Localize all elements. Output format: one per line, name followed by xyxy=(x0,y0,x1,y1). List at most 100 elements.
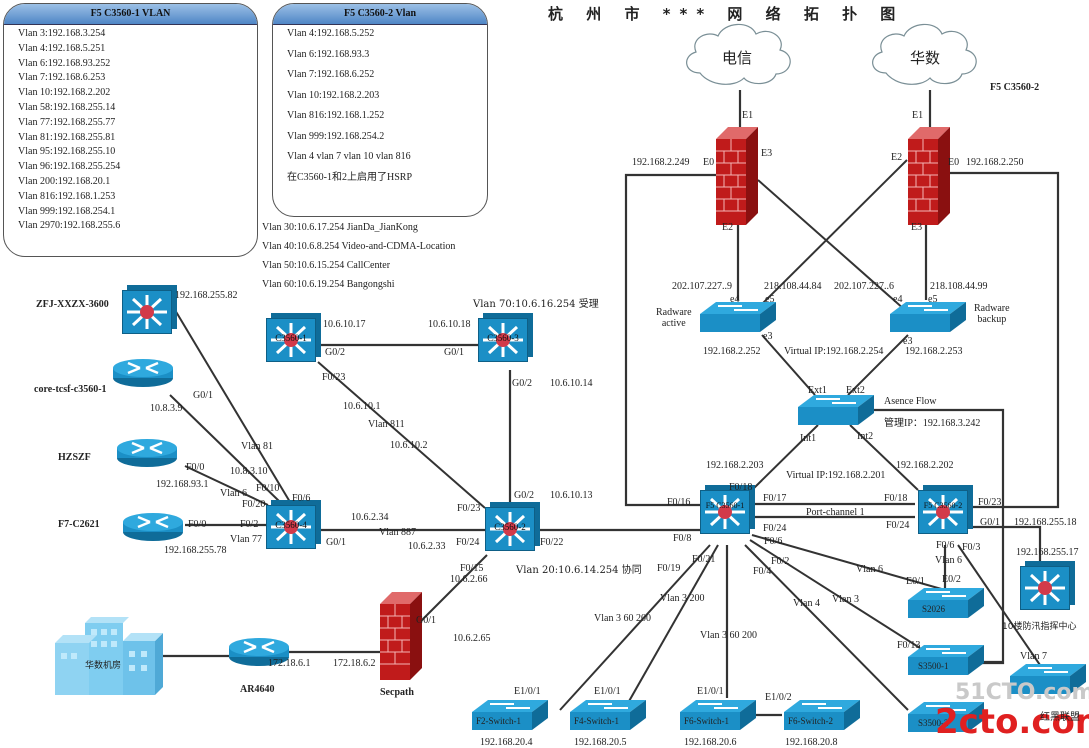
vlan-row: Vlan 4:192.168.5.251 xyxy=(18,42,106,54)
label-vlan4: Vlan 4 xyxy=(793,598,820,609)
label-f5-1-f024: F0/24 xyxy=(763,523,787,534)
label-fw1-e1: E1 xyxy=(742,110,754,121)
vlan-row: Vlan 96:192.168.255.254 xyxy=(18,161,121,173)
vlan-row: Vlan 7:192.168.6.253 xyxy=(18,72,106,84)
link-f5-1-f4-switch xyxy=(623,544,719,711)
f5-c3560-2-label: F5 C3560-2 xyxy=(923,501,963,510)
switch-icon xyxy=(908,588,984,618)
router-icon-f7-c2621 xyxy=(123,513,183,541)
vlan-row: Vlan 816:192.168.1.253 xyxy=(18,190,116,202)
vlan-row: Vlan 7:192.168.6.252 xyxy=(287,69,375,80)
switch-f6-1-label: F6-Switch-1 xyxy=(684,716,729,726)
watermark-hongheilianmeng: 红黑联盟 xyxy=(1040,712,1080,723)
vlan-row: Vlan 4 vlan 7 vlan 10 vlan 816 xyxy=(287,151,411,162)
label-rb-ip: 192.168.2.253 xyxy=(905,346,963,357)
vlan-row: Vlan 10:192.168.2.203 xyxy=(287,89,380,101)
link-asence-f5-2 xyxy=(849,424,919,491)
label-f5-2-f018: F0/18 xyxy=(884,493,908,504)
link-f5-1-s2026 xyxy=(751,534,946,591)
switch-f6-2-label: F6-Switch-2 xyxy=(788,716,833,726)
label-f5-2-f024: F0/24 xyxy=(886,520,910,531)
switch-s3500-2-label: S3500-2 xyxy=(918,718,949,728)
l3-switch-c3560-4: C3560-4 xyxy=(266,505,316,549)
label-sec-ip: 10.6.2.65 xyxy=(453,633,491,644)
link-f5-1-s3500-2 xyxy=(744,544,909,711)
firewall-icon-2 xyxy=(908,127,950,225)
router-icon-ar4640 xyxy=(229,638,289,666)
label-f6-e101: E1/0/1 xyxy=(697,686,724,697)
multilayer-switch-icon xyxy=(483,323,523,357)
link-fw2-e0-f5-2 xyxy=(945,171,1060,509)
multilayer-switch-icon xyxy=(127,295,167,329)
ar4640-label: AR4640 xyxy=(240,684,275,695)
vlan-row: Vlan 999:192.168.254.2 xyxy=(287,130,385,142)
label-c4-f010: F0/10 xyxy=(256,483,280,494)
label-vlan70: Vlan 70:10.6.16.254 受理 xyxy=(473,299,599,310)
diagram-title: 杭 州 市 *** 网 络 拓 扑 图 xyxy=(548,5,905,23)
link-fw1-radware-backup xyxy=(757,179,906,311)
label-zfj-ip: 192.168.255.82 xyxy=(175,290,238,301)
vlan-row: Vlan 3:192.168.3.254 xyxy=(18,28,106,39)
c3560-4-label: C3560-4 xyxy=(275,520,307,530)
label-vlan-3-200: Vlan 3 200 xyxy=(660,593,705,604)
hzszf-label: HZSZF xyxy=(58,452,91,463)
label-core-ip: 10.8.3.9 xyxy=(150,403,183,414)
switch-s2026-label: S2026 xyxy=(922,604,946,614)
link-f5-1-f2-switch xyxy=(559,544,711,711)
c3560-1-left-label: C3560-1 xyxy=(275,333,307,343)
label-c2-f024: F0/24 xyxy=(456,537,480,548)
router-icon-hzszf xyxy=(117,439,177,467)
label-vlan6-a: Vlan 6 xyxy=(856,564,883,575)
label-ra-e5: e5 xyxy=(765,294,775,305)
vlan-row: Vlan 999:192.168.254.1 xyxy=(18,205,116,217)
link-asence-f5-1 xyxy=(751,424,819,491)
label-c1-ip2: 10.6.10.1 xyxy=(343,401,381,412)
multilayer-switch-icon xyxy=(271,323,311,357)
secpath-label: Secpath xyxy=(380,687,414,698)
label-sec-g01: G0/1 xyxy=(416,615,436,626)
cloud-telecom-label: 电信 xyxy=(722,49,753,67)
label-s3500-f013: F0/13 xyxy=(897,640,921,651)
label-vlan6-b: Vlan 6 xyxy=(935,555,962,566)
vlan-row: Vlan 58:192.168.255.14 xyxy=(18,101,116,113)
label-c4-ip-887: 10.6.2.34 xyxy=(351,512,389,523)
label-fw1-e2: E2 xyxy=(722,222,734,233)
asence-mgmt-ip: 管理IP：192.168.3.242 xyxy=(884,418,981,429)
label-vlan-3-60-200-b: Vlan 3 60 200 xyxy=(700,630,757,641)
multilayer-switch-icon xyxy=(705,495,745,529)
switch-icon xyxy=(784,700,860,730)
link-hzszf-c3560-4 xyxy=(184,465,269,506)
switch-f6-switch-2: F6-Switch-2 xyxy=(782,698,862,739)
label-hz-f00: F0/0 xyxy=(186,462,205,473)
label-c3-ip2: 10.6.10.14 xyxy=(550,378,593,389)
watermark-51cto: 51CTO.com xyxy=(955,680,1089,705)
vlan-row: Vlan 10:192.168.2.202 xyxy=(18,87,111,99)
f5-c3560-1-label: F5 C3560-1 xyxy=(705,501,745,510)
label-f5-2-f023: F0/23 xyxy=(978,497,1002,508)
l3-switch-c3560-3: C3560-3 xyxy=(478,318,528,362)
label-ra-e4-ip: 202.107.227..9 xyxy=(672,281,732,292)
label-f4-ip: 192.168.20.5 xyxy=(574,737,627,748)
label-hz-ip: 192.168.93.1 xyxy=(156,479,209,490)
label-f5-1-f019: F0/19 xyxy=(657,563,681,574)
label-c2-ip-sec: 10.6.2.66 xyxy=(450,574,488,585)
multilayer-switch-icon xyxy=(1025,571,1065,605)
switch-s3500-2: S3500-2 xyxy=(906,700,986,741)
label-f6-e102: E1/0/2 xyxy=(765,692,792,703)
label-f5-2-f06: F0/6 xyxy=(936,540,955,551)
vlan-row: Vlan 77:192.168.255.77 xyxy=(18,116,116,128)
label-f5-2-f03: F0/3 xyxy=(962,542,981,553)
f7-label: F7-C2621 xyxy=(58,519,100,530)
extra-vlan-30: Vlan 30:10.6.17.254 JianDa_JianKong xyxy=(262,222,418,233)
link-radware-active-asence xyxy=(761,334,816,396)
label-vlan3: Vlan 3 xyxy=(832,594,859,605)
switch-f2-label: F2-Switch-1 xyxy=(476,716,521,726)
label-c4-g01: G0/1 xyxy=(326,537,346,548)
label-c2-f023: F0/23 xyxy=(457,503,481,514)
label-vlan20: Vlan 20:10.6.14.254 协同 xyxy=(516,565,642,576)
label-fw2-e3: E3 xyxy=(911,222,923,233)
switch-icon-radware-backup xyxy=(890,302,966,332)
label-ext1: Ext1 xyxy=(808,385,827,396)
label-vlan77: Vlan 77 xyxy=(230,534,262,545)
